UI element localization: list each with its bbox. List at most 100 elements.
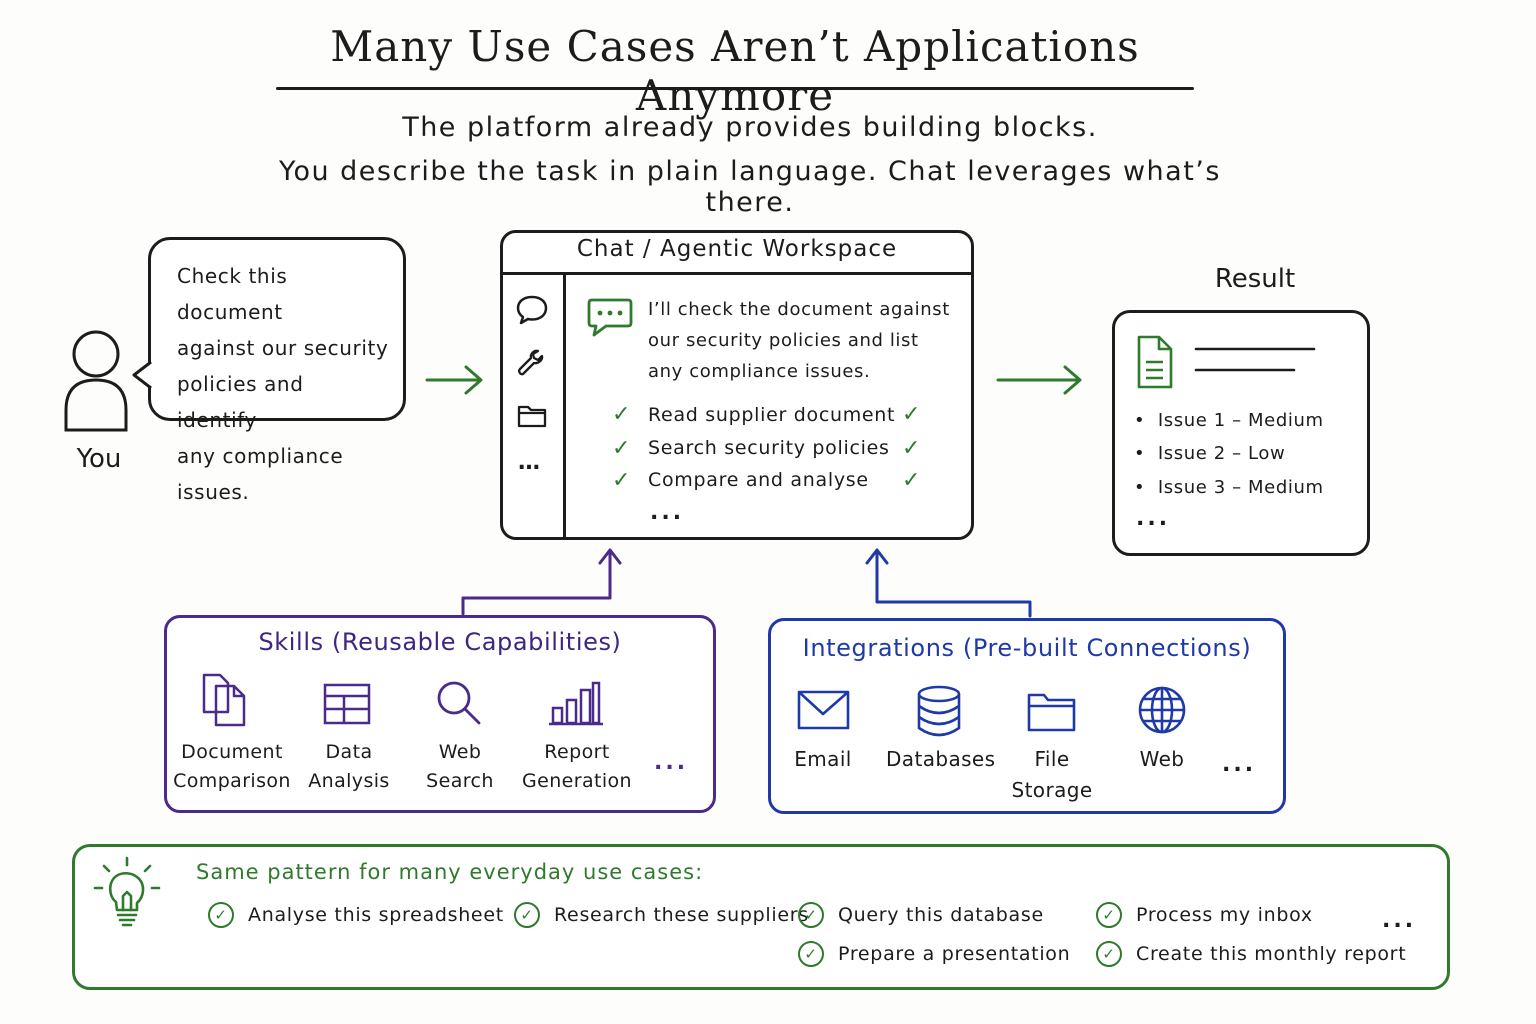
skill-label-line: Document: [181, 741, 283, 763]
arrow-to-workspace: [425, 365, 483, 395]
issues-more: ...: [1136, 506, 1171, 531]
skill-report-generation[interactable]: Report Generation: [518, 738, 636, 796]
use-case-item[interactable]: ✓ Create this monthly report: [1096, 941, 1406, 967]
integrations-connector: [865, 548, 1032, 618]
assistant-message: I’ll check the document against our secu…: [648, 294, 958, 387]
check-circle-icon: ✓: [1096, 902, 1122, 928]
check-icon: ✓: [612, 402, 631, 427]
database-icon: [917, 685, 961, 737]
use-case-label: Create this monthly report: [1136, 943, 1407, 965]
assistant-message-icon: [587, 298, 633, 337]
request-line: against our security: [177, 336, 389, 360]
bar-chart-icon: [549, 681, 603, 726]
bubble-tail: [132, 360, 152, 390]
issue-item: • Issue 1 – Medium: [1134, 410, 1324, 431]
check-circle-icon: ✓: [208, 902, 234, 928]
use-cases-panel: [72, 844, 1450, 990]
steps-more: ...: [650, 500, 685, 525]
integration-label-line: Email: [794, 747, 852, 771]
folder-icon[interactable]: [514, 398, 550, 434]
more-icon[interactable]: …: [518, 450, 543, 475]
envelope-icon: [797, 690, 850, 730]
skill-label-line: Analysis: [308, 770, 390, 792]
workspace-header-divider: [500, 272, 974, 275]
skill-label-line: Generation: [522, 770, 632, 792]
integrations-panel: [768, 618, 1286, 814]
use-cases-title: Same pattern for many everyday use cases…: [196, 860, 704, 884]
check-circle-icon: ✓: [798, 941, 824, 967]
request-line: any compliance issues.: [177, 444, 344, 504]
skill-label-line: Data: [325, 741, 373, 763]
integration-file-storage[interactable]: File Storage: [1008, 744, 1096, 806]
integration-label-line: Databases: [886, 747, 996, 771]
integrations-more: ...: [1222, 752, 1257, 777]
globe-icon: [1138, 686, 1186, 734]
issue-item: • Issue 3 – Medium: [1134, 477, 1324, 498]
check-icon: ✓: [902, 436, 921, 461]
arrow-to-result: [996, 365, 1082, 395]
use-cases-more: ...: [1382, 908, 1417, 933]
result-card: [1112, 310, 1370, 556]
subtitle-line-1: The platform already provides building b…: [402, 112, 1098, 143]
use-case-label: Research these suppliers: [554, 904, 809, 926]
integration-label-line: Web: [1139, 747, 1185, 771]
integration-databases[interactable]: Databases: [886, 744, 996, 775]
use-case-label: Query this database: [838, 904, 1044, 926]
wrench-icon[interactable]: [514, 346, 550, 382]
use-case-item[interactable]: ✓ Analyse this spreadsheet: [208, 902, 504, 928]
check-circle-icon: ✓: [514, 902, 540, 928]
skill-data-analysis[interactable]: Data Analysis: [298, 738, 400, 796]
skill-label-line: Web: [438, 741, 482, 763]
message-line: any compliance issues.: [648, 361, 871, 382]
use-case-item[interactable]: ✓ Query this database: [798, 902, 1044, 928]
use-case-item[interactable]: ✓ Prepare a presentation: [798, 941, 1070, 967]
step-item: Read supplier document: [648, 404, 896, 426]
request-line: Check this document: [177, 264, 288, 324]
integration-web[interactable]: Web: [1126, 744, 1198, 775]
use-case-label: Prepare a presentation: [838, 943, 1071, 965]
chat-workspace-window: [500, 230, 974, 540]
check-icon: ✓: [612, 468, 631, 493]
message-line: our security policies and list: [648, 330, 919, 351]
check-icon: ✓: [612, 436, 631, 461]
table-icon: [323, 683, 371, 725]
documents-icon: [202, 673, 246, 727]
use-case-label: Analyse this spreadsheet: [248, 904, 504, 926]
integration-label-line: File: [1034, 747, 1070, 771]
integration-label-line: Storage: [1011, 778, 1093, 802]
document-icon: [1137, 335, 1316, 389]
step-item: Compare and analyse: [648, 469, 869, 491]
title-underline: [276, 87, 1194, 90]
check-circle-icon: ✓: [1096, 941, 1122, 967]
skill-label-line: Search: [426, 770, 494, 792]
step-item: Search security policies: [648, 437, 890, 459]
skills-panel: [164, 615, 716, 813]
integration-email[interactable]: Email: [784, 744, 862, 775]
skill-label-line: Comparison: [173, 770, 291, 792]
use-case-item[interactable]: ✓ Process my inbox: [1096, 902, 1313, 928]
result-label: Result: [1214, 264, 1296, 294]
page-title: Many Use Cases Aren’t Applications Anymo…: [330, 22, 1140, 120]
subtitle-line-2: You describe the task in plain language.…: [279, 156, 1221, 218]
you-label: You: [76, 444, 122, 474]
check-icon: ✓: [902, 402, 921, 427]
skills-more: ...: [654, 750, 689, 775]
person-icon: [64, 330, 128, 432]
request-bubble: Check this document against our security…: [148, 237, 406, 504]
skill-document-comparison[interactable]: Document Comparison: [172, 738, 292, 796]
magnifier-icon: [437, 681, 481, 725]
skill-web-search[interactable]: Web Search: [412, 738, 508, 796]
chat-icon[interactable]: [514, 292, 550, 328]
skills-title: Skills (Reusable Capabilities): [258, 628, 622, 656]
use-case-label: Process my inbox: [1136, 904, 1313, 926]
check-circle-icon: ✓: [798, 902, 824, 928]
use-case-item[interactable]: ✓ Research these suppliers: [514, 902, 809, 928]
integrations-title: Integrations (Pre-built Connections): [802, 634, 1252, 662]
request-line: policies and identify: [177, 372, 304, 432]
skills-connector: [461, 548, 622, 616]
workspace-title: Chat / Agentic Workspace: [576, 236, 898, 262]
issue-item: • Issue 2 – Low: [1134, 443, 1286, 464]
skill-label-line: Report: [544, 741, 610, 763]
message-line: I’ll check the document against: [648, 299, 950, 320]
